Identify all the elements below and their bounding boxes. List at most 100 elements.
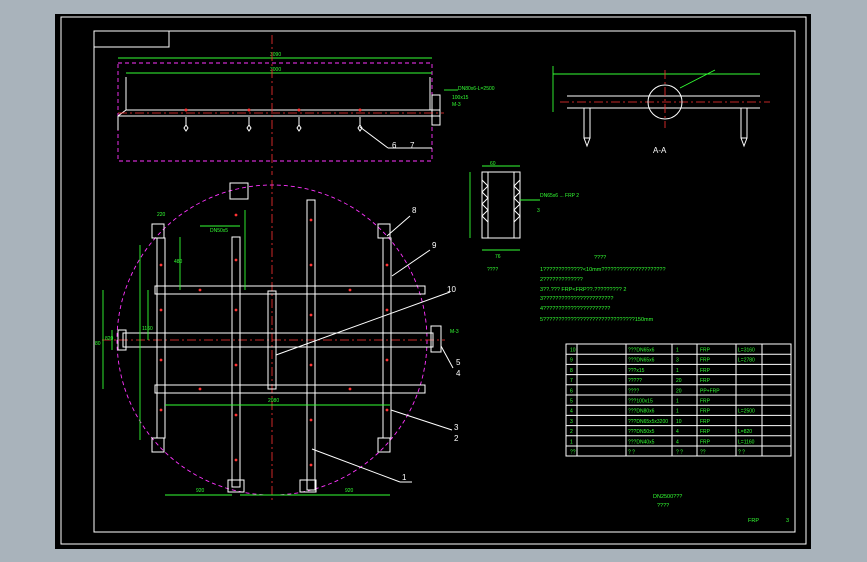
leader-7: 7 bbox=[410, 141, 415, 150]
bom-cell-mat: FRP bbox=[700, 399, 711, 405]
bom-cell-qty: 1 bbox=[676, 409, 679, 415]
detail-label: ???? bbox=[487, 267, 498, 273]
svg-text:2080: 2080 bbox=[268, 398, 279, 404]
bom-cell-no: 2 bbox=[570, 429, 573, 435]
note-0: ???? bbox=[594, 255, 606, 261]
leader-3: 3 bbox=[454, 423, 459, 432]
note-1: 1?????????????<10mm????????????????????? bbox=[540, 267, 666, 273]
leader-1: 1 bbox=[402, 473, 407, 482]
bom-cell-note: L=1160 bbox=[738, 439, 755, 445]
section-label: A-A bbox=[653, 146, 667, 155]
svg-text:100x15: 100x15 bbox=[452, 95, 469, 101]
svg-text:820: 820 bbox=[105, 336, 114, 342]
bom-cell-mat: ?? bbox=[700, 450, 706, 456]
svg-text:3090: 3090 bbox=[270, 52, 281, 58]
bom-cell-no: 4 bbox=[570, 409, 573, 415]
svg-text:920: 920 bbox=[196, 488, 205, 494]
outer-frame bbox=[60, 16, 807, 545]
svg-text:920: 920 bbox=[345, 488, 354, 494]
flange-detail: 76 60 DN65x6 ... FRP 2 3 ???? bbox=[469, 161, 579, 273]
title-sub: ???? bbox=[657, 503, 669, 509]
bom-cell-mat: FRP bbox=[700, 378, 711, 384]
bom-cell-qty: 4 bbox=[676, 429, 679, 435]
bom-row: 7????? 20 FRP bbox=[570, 378, 711, 384]
bom-row: 9 ???DN65x6 3 FRP L=2780 bbox=[570, 358, 755, 364]
elevation-boundary bbox=[117, 62, 433, 162]
bom-cell-no: 10 bbox=[570, 348, 576, 354]
cad-viewport[interactable] bbox=[55, 14, 811, 549]
leader-6: 6 bbox=[392, 141, 397, 150]
bom-cell-note: ? ? bbox=[738, 450, 745, 456]
bom-cell-no: 6 bbox=[570, 388, 573, 394]
bom-cell-no: 7 bbox=[570, 378, 573, 384]
svg-text:480: 480 bbox=[174, 259, 183, 265]
bom-cell-name: ????? bbox=[628, 378, 642, 384]
bom-cell-name: ???DN50x5 bbox=[628, 429, 655, 435]
bom-cell-name: ???? bbox=[628, 388, 639, 394]
bom-cell-no: 1 bbox=[570, 439, 573, 445]
note-4: 3??????????????????????? bbox=[540, 296, 613, 302]
corner-tag-box bbox=[93, 30, 170, 48]
note-2: 2????????????? bbox=[540, 277, 583, 283]
bom-cell-qty: 20 bbox=[676, 378, 682, 384]
bom-cell-name: ???DN80x6 bbox=[628, 409, 655, 415]
bom-cell-note: L=820 bbox=[738, 429, 752, 435]
bom-cell-name: ???DN65x6 bbox=[628, 358, 655, 364]
flange-tag-plan: M-3 bbox=[450, 329, 459, 335]
note-5: 4?????????????????????? bbox=[540, 306, 610, 312]
svg-text:3: 3 bbox=[537, 208, 540, 214]
bom-row: 10 ???DN65x6 1 FRP L=3160 bbox=[570, 348, 755, 354]
inner-frame bbox=[93, 30, 796, 533]
bom-cell-qty: 3 bbox=[676, 358, 679, 364]
bom-cell-name: ? ? bbox=[628, 450, 635, 456]
bom-cell-mat: FRP bbox=[700, 348, 711, 354]
bom-cell-mat: FRP bbox=[700, 429, 711, 435]
bom-cell-qty: 1 bbox=[676, 399, 679, 405]
title-text: DN2500??? bbox=[653, 494, 682, 500]
bom-cell-note: L=2780 bbox=[738, 358, 755, 364]
title-material: FRP bbox=[748, 518, 759, 524]
bom-cell-mat: FRP bbox=[700, 439, 711, 445]
bom-cell-mat: FRP bbox=[700, 358, 711, 364]
flange-tag-top: M-3 bbox=[452, 102, 461, 108]
svg-text:76: 76 bbox=[495, 254, 501, 260]
leader-2: 2 bbox=[454, 434, 459, 443]
bom-cell-note: L=2500 bbox=[738, 409, 755, 415]
bom-cell-name: ???DN65x6 bbox=[628, 348, 655, 354]
bom-cell-qty: 1 bbox=[676, 348, 679, 354]
bom-cell-qty: 4 bbox=[676, 439, 679, 445]
svg-text:80: 80 bbox=[95, 341, 101, 347]
bom-cell-mat: FRP bbox=[700, 368, 711, 374]
leader-4: 4 bbox=[456, 369, 461, 378]
svg-text:DN50x5: DN50x5 bbox=[210, 228, 228, 234]
note-3: 3??.??? FRP<FRP??.????????? 2 bbox=[540, 287, 626, 293]
leader-8: 8 bbox=[412, 206, 417, 215]
leader-10: 10 bbox=[447, 285, 456, 294]
leader-5: 5 bbox=[456, 358, 461, 367]
plan-view: 80 820 1160 480 DN50x5 920 920 2080 220 … bbox=[95, 180, 461, 500]
elevation-view: 3090 3000 6 7 DN80x6-L=2500 100x15 M-3 bbox=[117, 35, 495, 175]
bom-cell-name: ???100x15 bbox=[628, 399, 653, 405]
bom-cell-no: 3 bbox=[570, 419, 573, 425]
bom-cell-mat: FRP bbox=[700, 419, 711, 425]
section-a-a: A-A bbox=[552, 66, 770, 155]
bom-row: 4 ???DN80x6 1 FRP L=2500 bbox=[570, 409, 755, 415]
bom-cell-qty: 1 bbox=[676, 368, 679, 374]
notes-block: ???? 1?????????????<10mm????????????????… bbox=[540, 255, 666, 323]
svg-text:1160: 1160 bbox=[142, 326, 153, 332]
sheet-number: 3 bbox=[786, 518, 789, 524]
bom-cell-no: ?? bbox=[570, 450, 576, 456]
bom-cell-qty: ? ? bbox=[676, 450, 683, 456]
svg-text:3000: 3000 bbox=[270, 67, 281, 73]
bom-cell-note: L=3160 bbox=[738, 348, 755, 354]
bom-cell-no: 9 bbox=[570, 358, 573, 364]
svg-text:DN80x6-L=2500: DN80x6-L=2500 bbox=[458, 86, 495, 92]
bom-cell-mat: FRP bbox=[700, 409, 711, 415]
